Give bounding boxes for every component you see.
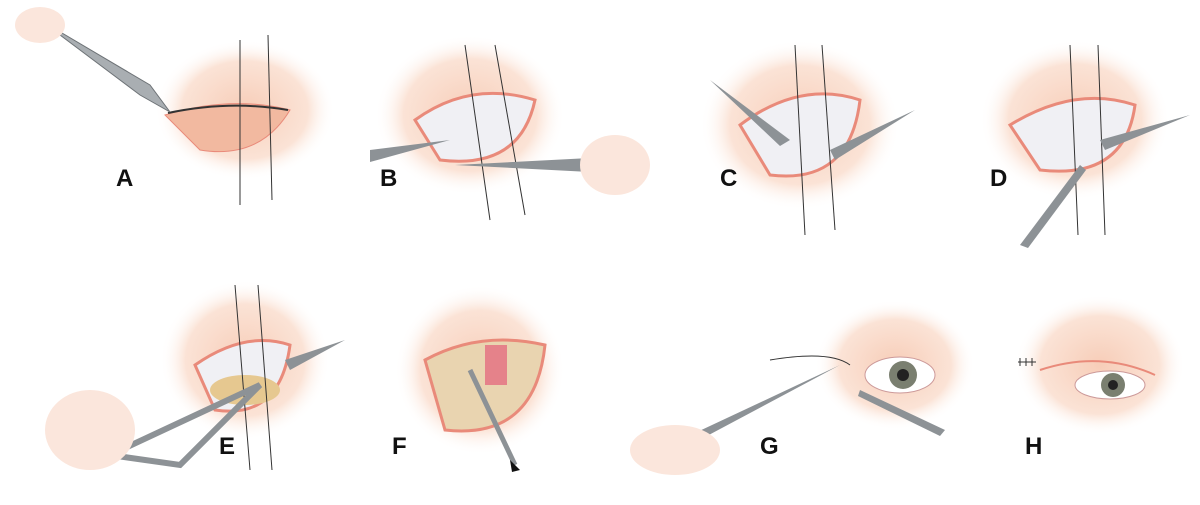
panel-label-c: C bbox=[720, 165, 738, 192]
panel-label-e: E bbox=[219, 433, 236, 460]
panel-label-g: G bbox=[760, 433, 779, 460]
panel-g-illustration bbox=[630, 300, 975, 475]
panel-f-illustration bbox=[395, 285, 565, 472]
panel-label-d: D bbox=[990, 165, 1008, 192]
panel-label-a: A bbox=[116, 165, 134, 192]
panel-d-illustration bbox=[980, 40, 1190, 248]
panel-h-illustration bbox=[1015, 295, 1185, 435]
panel-c-illustration bbox=[700, 40, 915, 236]
panel-label-h: H bbox=[1025, 433, 1043, 460]
panel-a-illustration bbox=[15, 7, 335, 205]
panel-label-f: F bbox=[392, 433, 407, 460]
panel-label-b: B bbox=[380, 165, 398, 192]
panel-e-illustration bbox=[45, 280, 345, 471]
panel-b-illustration bbox=[370, 35, 650, 221]
